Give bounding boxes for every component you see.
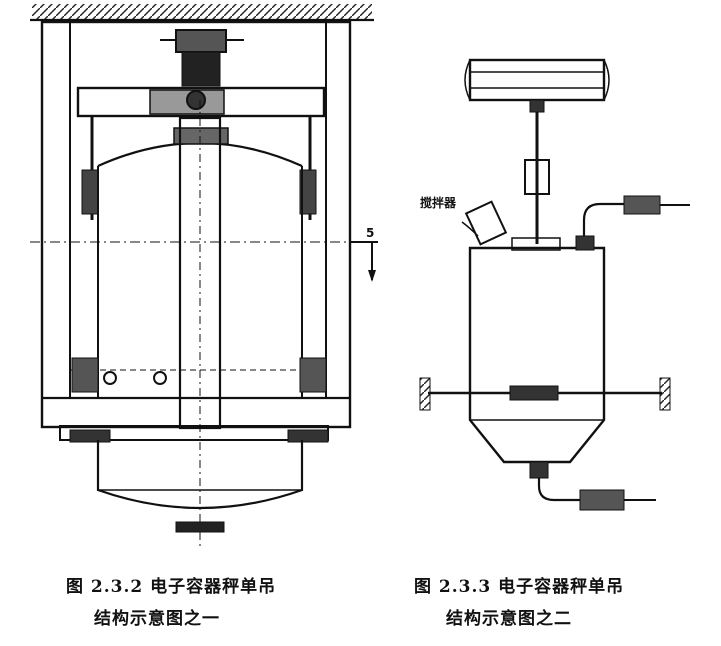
figure1-caption-line2: 结构示意图之一 [94, 609, 220, 629]
drain-valve [175, 521, 225, 533]
lower-vessel [96, 440, 304, 510]
wall-anchor-right [659, 377, 671, 411]
inlet-bellows [623, 195, 661, 215]
figure-2-3-3 [419, 58, 690, 511]
load-cell [524, 159, 550, 195]
beam-pin [186, 90, 206, 110]
top-i-beam [468, 58, 606, 102]
figure1-caption-line1: 图 2.3.2 电子容器秤单吊 [66, 577, 277, 597]
figure2-caption-line1: 图 2.3.3 电子容器秤单吊 [414, 577, 625, 597]
outlet-bellows [579, 489, 625, 511]
center-shaft [178, 116, 222, 430]
agitator-motor [464, 200, 508, 246]
inlet-pipe [582, 202, 624, 240]
ceiling-hatch [32, 4, 372, 20]
cross-beam [76, 86, 326, 118]
figure-2-3-2 [30, 4, 378, 550]
figure2-caption-line2: 结构示意图之二 [446, 609, 572, 629]
vessel-body [468, 246, 606, 464]
wall-anchor-left [419, 377, 431, 411]
agitator-label: 搅拌器 [420, 196, 457, 210]
suspension-hanger [160, 29, 244, 87]
vessel-top-flange [511, 237, 561, 251]
section-mark-label: 5 [366, 226, 375, 240]
outlet-pipe [537, 478, 580, 502]
